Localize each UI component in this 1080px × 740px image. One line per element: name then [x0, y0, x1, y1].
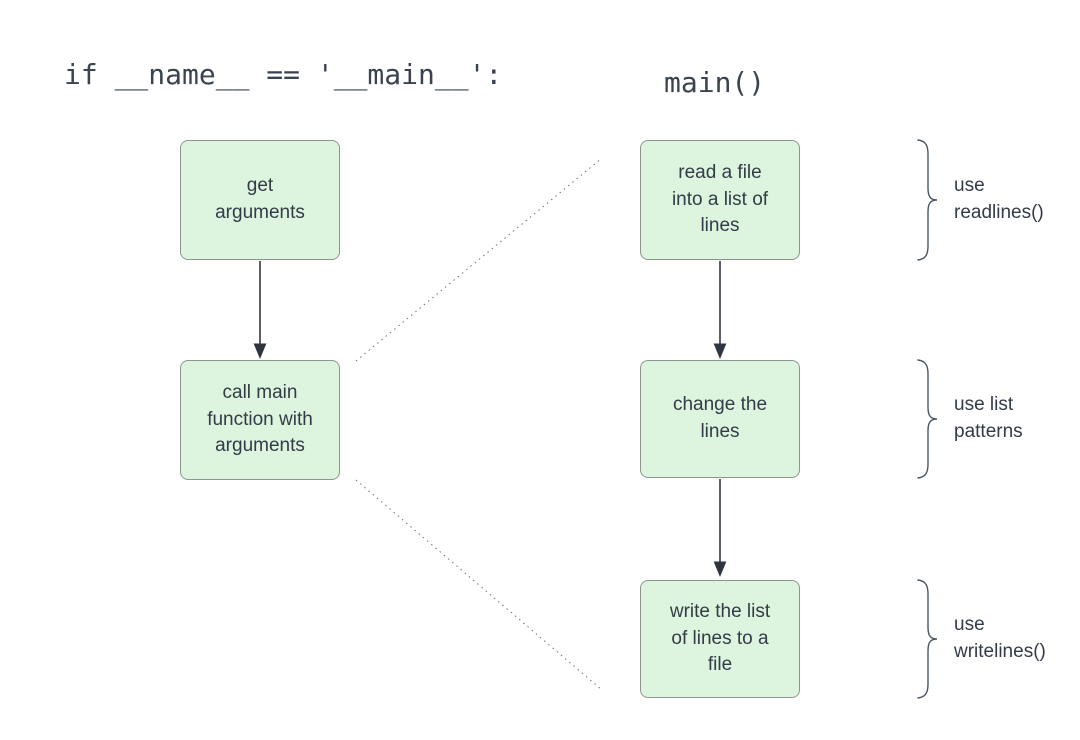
flow-box-read-file: read a file into a list of lines	[640, 140, 800, 260]
curly-brace-icon	[917, 579, 938, 699]
flow-box-write-file: write the list of lines to a file	[640, 580, 800, 698]
note-use-writelines: use writelines()	[954, 614, 1046, 662]
note-use-list-patterns: use list patterns	[954, 394, 1023, 442]
right-flow-code-title: main()	[664, 66, 766, 99]
dotted-expansion-line-bottom	[355, 479, 603, 691]
curly-brace-icon	[917, 359, 938, 479]
dotted-expansion-line-top	[355, 157, 603, 362]
flow-box-get-arguments: get arguments	[180, 140, 340, 260]
curly-brace-icon	[917, 139, 938, 261]
arrowhead-icon	[253, 343, 267, 359]
flow-box-call-main-function: call main function with arguments	[180, 360, 340, 480]
left-flow-code-title: if __name__ == '__main__':	[64, 58, 503, 91]
arrowhead-icon	[713, 343, 727, 359]
note-use-readlines: use readlines()	[954, 175, 1044, 223]
arrowhead-icon	[713, 561, 727, 577]
flow-box-change-lines: change the lines	[640, 360, 800, 478]
